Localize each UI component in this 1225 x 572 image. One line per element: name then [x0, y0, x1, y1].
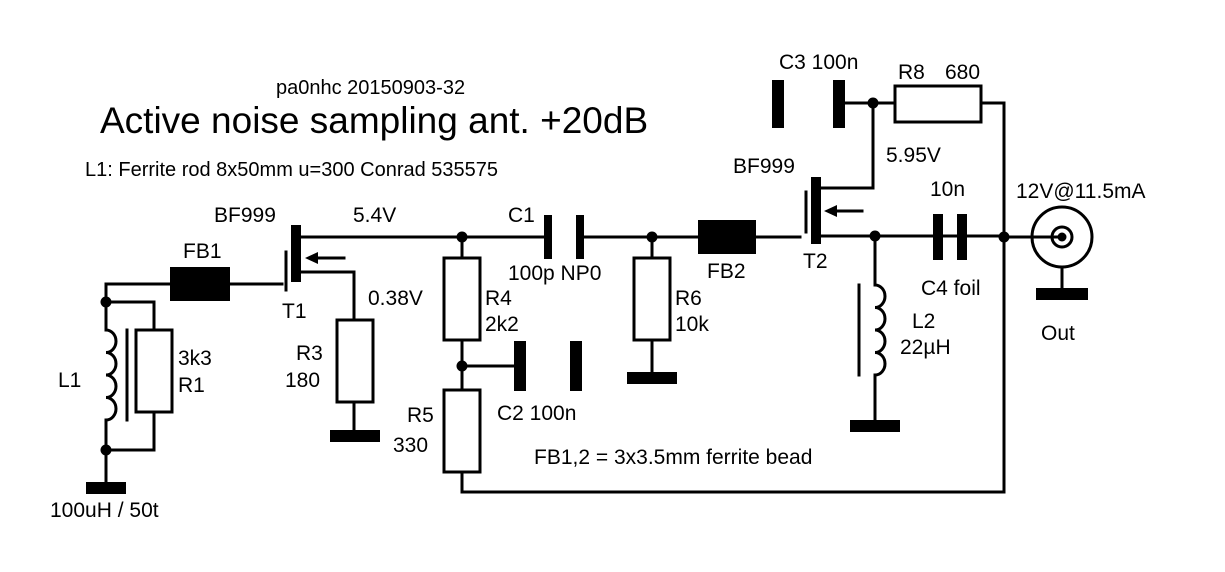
ferrite-bead-note: FB1,2 = 3x3.5mm ferrite bead: [534, 446, 812, 469]
junction-dot: [867, 97, 879, 109]
r4-name: R4: [485, 287, 512, 310]
t2-type-label: BF999: [733, 155, 795, 178]
mosfet-t1: [284, 225, 464, 322]
r6-name: R6: [675, 287, 702, 310]
resistor-r5: [442, 388, 482, 474]
t1-drain-voltage: 5.4V: [353, 204, 396, 227]
fb1-label: FB1: [183, 240, 222, 263]
ground-symbol: [627, 372, 677, 384]
supply-label: 12V@11.5mA: [1016, 180, 1146, 203]
junction-dot: [456, 231, 468, 243]
resistor-r1: [134, 328, 174, 414]
ground-symbol: [86, 482, 126, 494]
resistor-r3: [335, 318, 375, 404]
capacitor-c3: [772, 80, 845, 128]
r6-value: 10k: [675, 313, 709, 336]
t2-name-label: T2: [803, 250, 828, 273]
capacitor-c2: [514, 341, 582, 391]
t2-drain-voltage: 5.95V: [886, 144, 941, 167]
r5-name: R5: [407, 404, 434, 427]
c4-name: C4 foil: [921, 277, 981, 300]
fb2-label: FB2: [707, 260, 746, 283]
resistor-r4: [442, 256, 482, 342]
ferrite-bead-fb2: [698, 220, 756, 254]
c2-label: C2 100n: [497, 402, 576, 425]
junction-dot: [456, 360, 468, 372]
c3-label: C3 100n: [779, 51, 858, 74]
inductor-l2: [857, 283, 887, 377]
r8-name: R8: [898, 61, 925, 84]
r1-value: 3k3: [178, 347, 212, 370]
ferrite-bead-fb1: [170, 267, 230, 301]
inductor-l1: [104, 328, 129, 422]
l2-name: L2: [912, 310, 935, 333]
capacitor-c4: [933, 214, 967, 260]
r8-value: 680: [945, 61, 980, 84]
junction-dot: [100, 444, 112, 456]
junction-dot: [100, 296, 112, 308]
mosfet-t2: [804, 101, 1006, 244]
r3-value: 180: [285, 369, 320, 392]
ground-symbol: [330, 430, 380, 442]
l1-label: L1: [58, 369, 81, 392]
drain-node-wires: [460, 235, 1006, 494]
t1-name-label: T1: [282, 300, 307, 323]
t1-source-voltage: 0.38V: [368, 287, 423, 310]
t1-type-label: BF999: [214, 204, 276, 227]
c4-value: 10n: [930, 178, 965, 201]
output-label: Out: [1041, 322, 1075, 345]
r5-value: 330: [393, 434, 428, 457]
diagram-title: Active noise sampling ant. +20dB: [100, 100, 648, 141]
capacitor-c1: [544, 215, 584, 259]
author-date: pa0nhc 20150903-32: [276, 77, 465, 99]
resistor-r6: [632, 256, 672, 342]
bnc-connector-icon: [1030, 205, 1094, 300]
r4-value: 2k2: [485, 313, 519, 336]
r3-name: R3: [296, 342, 323, 365]
r1-name: R1: [178, 374, 205, 397]
resistor-r8: [893, 84, 983, 124]
ground-symbol: [850, 420, 900, 432]
l1-winding-note: 100uH / 50t: [50, 499, 159, 522]
l1-note: L1: Ferrite rod 8x50mm u=300 Conrad 5355…: [85, 159, 498, 181]
l2-value: 22µH: [900, 336, 951, 359]
c1-value: 100p NP0: [508, 262, 601, 285]
junction-dot: [646, 231, 658, 243]
c1-name: C1: [508, 204, 535, 227]
